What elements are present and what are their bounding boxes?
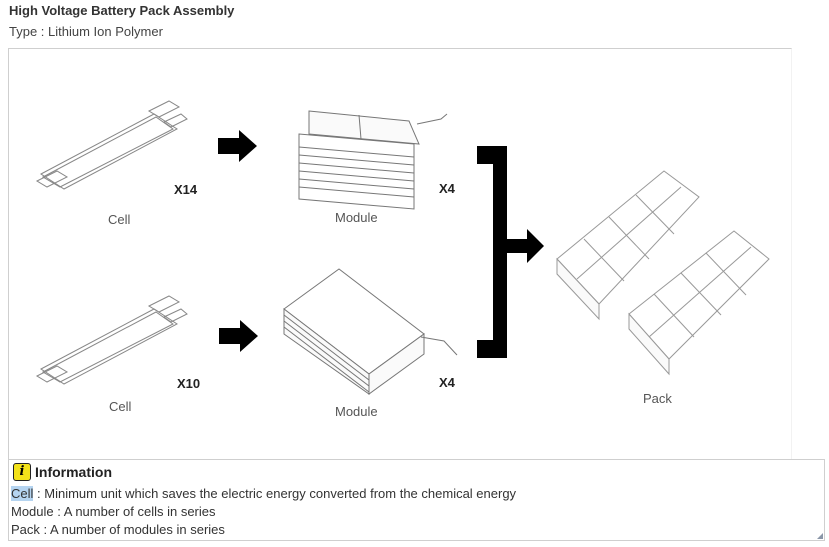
cell-drawing-bottom	[35, 295, 188, 385]
definition-text-pack: : A number of modules in series	[39, 522, 225, 537]
battery-type: Type : Lithium Ion Polymer	[9, 24, 163, 39]
module-drawing-bottom	[283, 268, 458, 395]
bracket-to-pack	[477, 146, 544, 358]
definition-cell: Cell : Minimum unit which saves the elec…	[11, 486, 516, 501]
cell-label-top: Cell	[108, 212, 131, 227]
assembly-diagram: X14 Cell X4 Module X10 Cell X4 Module Pa…	[8, 48, 792, 461]
cell-multiplier-top: X14	[174, 182, 198, 197]
pack-drawing	[556, 170, 770, 376]
resize-handle-icon[interactable]	[817, 533, 823, 539]
information-box: i Information Cell : Minimum unit which …	[8, 459, 825, 541]
info-icon: i	[13, 463, 31, 481]
arrow-cell-to-module-top	[218, 130, 257, 162]
arrow-cell-to-module-bottom	[219, 320, 258, 352]
module-multiplier-bottom: X4	[439, 375, 455, 390]
module-label-top: Module	[335, 210, 378, 225]
page-title: High Voltage Battery Pack Assembly	[9, 3, 235, 18]
information-title: Information	[35, 464, 112, 480]
module-drawing-top	[298, 110, 448, 210]
information-header: i Information	[13, 463, 112, 481]
definition-term-cell: Cell	[11, 486, 34, 501]
pack-label: Pack	[643, 391, 672, 406]
definition-text-cell: : Minimum unit which saves the electric …	[33, 486, 517, 501]
definition-term-module: Module	[11, 504, 54, 519]
cell-label-bottom: Cell	[109, 399, 132, 414]
definition-pack: Pack : A number of modules in series	[11, 522, 225, 537]
module-label-bottom: Module	[335, 404, 378, 419]
cell-drawing-top	[35, 100, 188, 190]
definition-term-pack: Pack	[11, 522, 40, 537]
definition-text-module: : A number of cells in series	[53, 504, 216, 519]
module-multiplier-top: X4	[439, 181, 455, 196]
cell-multiplier-bottom: X10	[177, 376, 201, 391]
assembly-diagram-graphic	[35, 100, 770, 395]
definition-module: Module : A number of cells in series	[11, 504, 216, 519]
